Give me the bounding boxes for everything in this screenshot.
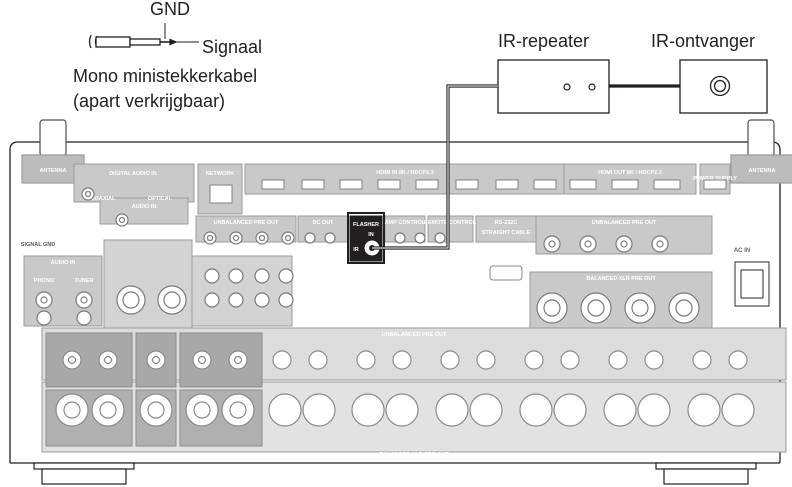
ir-receiver-box	[680, 60, 767, 113]
unbalanced-pre-out-label: UNBALANCED PRE OUT	[382, 332, 447, 338]
network-port	[210, 185, 232, 203]
rs232c-port	[490, 266, 522, 280]
remote-control-label: REMOTE CONTROL	[424, 220, 477, 226]
straight-cable-label: STRAIGHT CABLE	[482, 230, 531, 236]
audio-in-label-phono: AUDIO IN	[51, 260, 76, 266]
coaxial-label: COAXIAL	[91, 196, 116, 202]
subwoofer-unbalanced-label: UNBALANCED PRE OUT	[592, 220, 657, 226]
signal-gnd-label: SIGNAL GND	[21, 242, 55, 248]
antenna-label-left: ANTENNA	[40, 168, 67, 174]
hdmi-in-label: HDMI IN 8K / HDCP2.3	[376, 170, 433, 176]
receiver-feet	[34, 463, 756, 484]
subwoofer-balanced-label: BALANCED XLR PRE OUT	[586, 276, 656, 282]
dc-out-label: DC OUT	[312, 220, 334, 226]
ac-inlet	[735, 262, 769, 306]
network-label: NETWORK	[206, 171, 234, 177]
flasher-label: FLASHER	[353, 222, 379, 228]
hdmi-out-label: HDMI OUT 8K / HDCP2.3	[598, 170, 662, 176]
optical-label: OPTICAL	[148, 196, 173, 202]
ir-port-label: IR	[353, 247, 359, 253]
balanced-xlr-pre-out-label: BALANCED XLR PRE OUT	[379, 452, 449, 458]
flasher-in-section	[348, 213, 384, 263]
flasher-in-label: IN	[368, 232, 374, 238]
digital-audio-in-label: DIGITAL AUDIO IN	[109, 171, 157, 177]
main-channel-outputs	[46, 333, 262, 446]
audio-in-label-top: AUDIO IN	[132, 204, 157, 210]
rs232c-label: RS-232C	[495, 220, 518, 226]
unbalanced-zone-label: UNBALANCED PRE OUT	[214, 220, 279, 226]
tuner-label: TUNER	[75, 278, 94, 284]
ir-repeater-box	[498, 60, 609, 113]
pre-out-xlr-row	[56, 394, 754, 426]
antenna-label-right: ANTENNA	[749, 168, 776, 174]
ac-in-label: AC IN	[734, 248, 750, 254]
phono-label: PHONO	[34, 278, 55, 284]
amp-control-label: AMP CONTROL	[385, 220, 426, 226]
mono-mini-plug-cable-illustration	[90, 23, 200, 48]
